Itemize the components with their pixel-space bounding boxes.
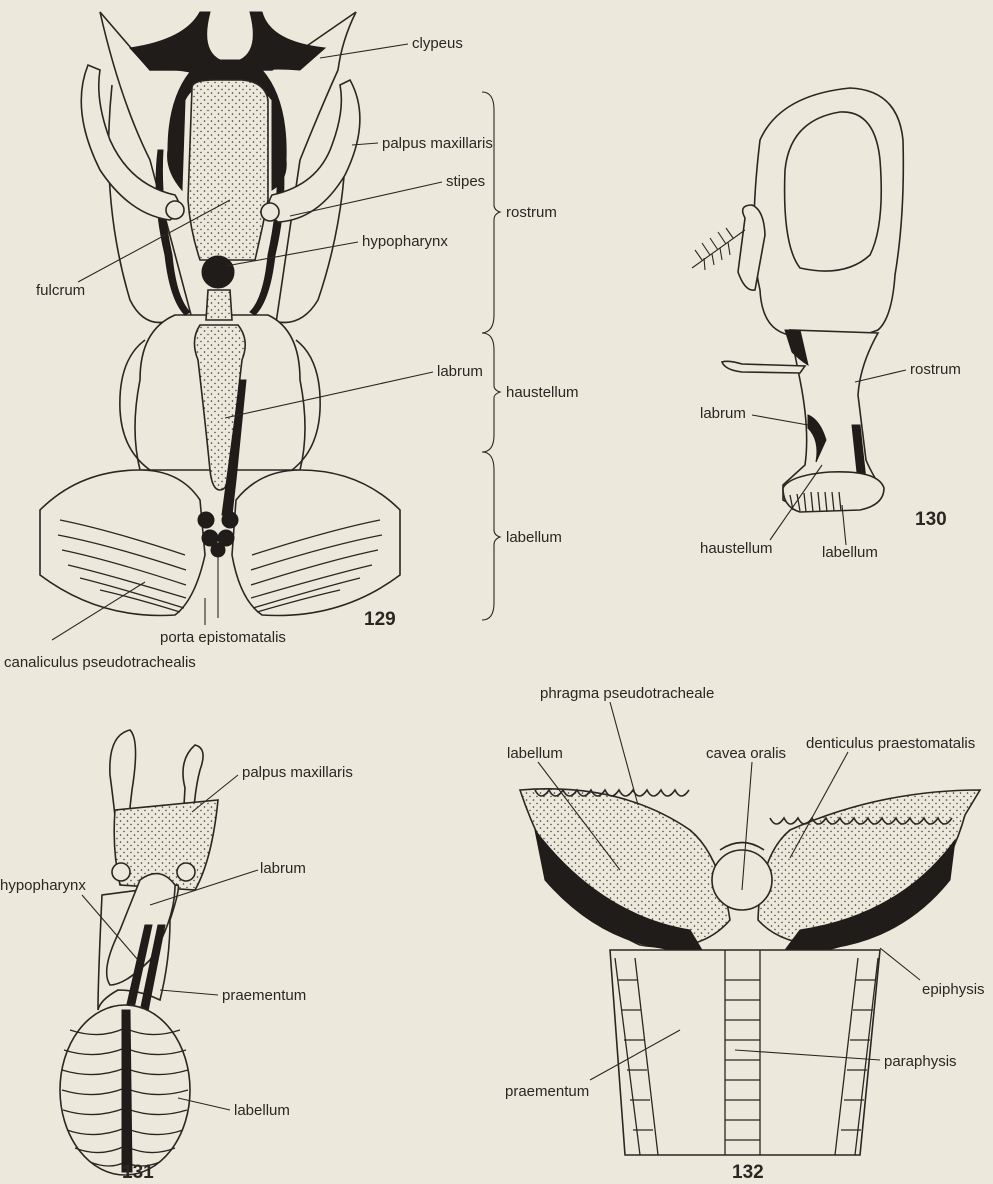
label-labellum-131: labellum	[234, 1102, 290, 1119]
label-palpus-maxillaris-129: palpus maxillaris	[382, 135, 493, 152]
label-palpus-maxillaris-131: palpus maxillaris	[242, 764, 353, 781]
label-phragma-pseudotracheale: phragma pseudotracheale	[540, 685, 714, 702]
label-labrum-131: labrum	[260, 860, 306, 877]
label-porta-epistomatalis: porta epistomatalis	[160, 629, 286, 646]
label-praementum-131: praementum	[222, 987, 306, 1004]
label-stipes: stipes	[446, 173, 485, 190]
label-rostrum-130: rostrum	[910, 361, 961, 378]
figure-number-129: 129	[364, 609, 396, 630]
label-labrum-129: labrum	[437, 363, 483, 380]
figure-number-130: 130	[915, 509, 947, 530]
label-clypeus: clypeus	[412, 35, 463, 52]
figure-number-132: 132	[732, 1162, 764, 1183]
label-rostrum-129: rostrum	[506, 204, 557, 221]
label-hypopharynx-131: hypopharynx	[0, 877, 86, 894]
figure-132-drawing	[520, 789, 980, 1155]
figure-131-drawing	[60, 730, 218, 1175]
figure-129-drawing	[40, 12, 400, 618]
label-haustellum-129: haustellum	[506, 384, 579, 401]
label-hypopharynx-129: hypopharynx	[362, 233, 448, 250]
label-labellum-132: labellum	[507, 745, 563, 762]
figure-number-131: 131	[122, 1162, 154, 1183]
label-denticulus-praestomatalis: denticulus praestomatalis	[806, 735, 975, 752]
label-fulcrum: fulcrum	[36, 282, 85, 299]
label-labellum-130: labellum	[822, 544, 878, 561]
label-canaliculus-pseudotrachealis: canaliculus pseudotrachealis	[4, 654, 196, 671]
label-epiphysis: epiphysis	[922, 981, 985, 998]
label-cavea-oralis: cavea oralis	[706, 745, 786, 762]
figure-130-drawing	[692, 88, 903, 512]
label-praementum-132: praementum	[505, 1083, 589, 1100]
label-haustellum-130: haustellum	[700, 540, 773, 557]
label-paraphysis: paraphysis	[884, 1053, 957, 1070]
label-labellum-129: labellum	[506, 529, 562, 546]
label-labrum-130: labrum	[700, 405, 746, 422]
